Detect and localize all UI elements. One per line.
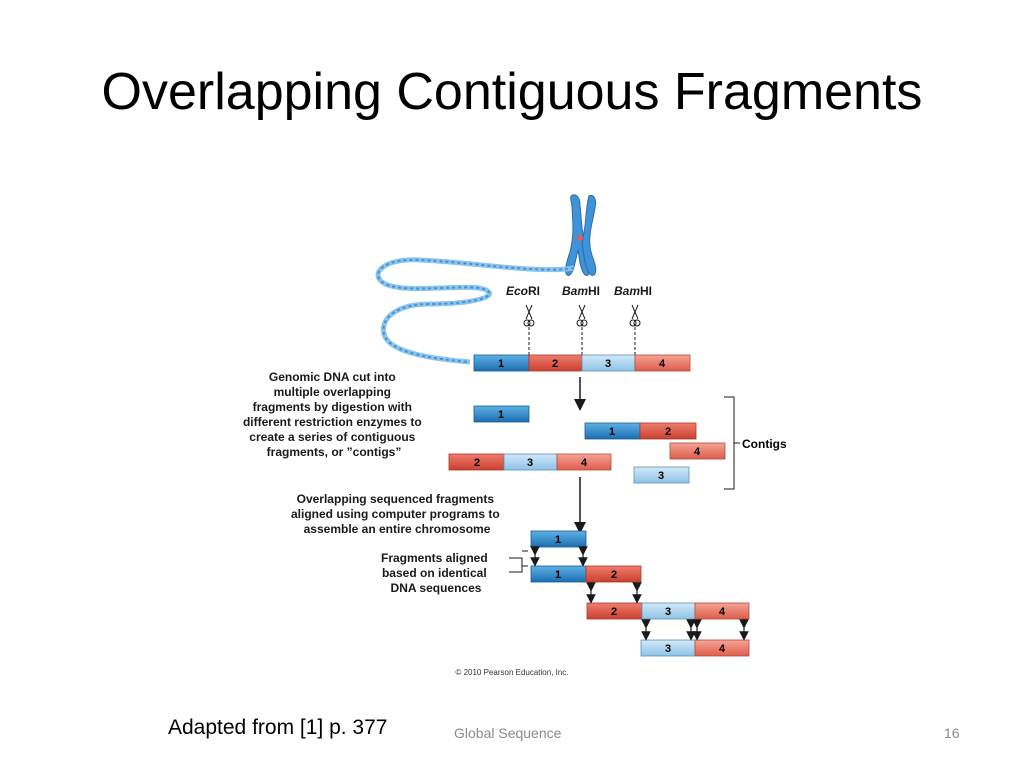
fragment-3: 3 [633,466,690,484]
fragment-1-2: 1 2 [584,422,697,440]
cut-markers [523,304,641,355]
svg-text:3: 3 [605,358,611,370]
alignment-arrows [530,546,749,641]
svg-text:3: 3 [658,470,664,482]
enzyme-label-bamhi-2: BamHI [614,284,652,298]
svg-text:3: 3 [665,643,671,655]
enzyme-label-ecori: EcoRI [506,284,540,298]
scissors-icon [523,304,535,327]
dna-strand [375,257,575,365]
svg-text:2: 2 [611,606,617,618]
svg-text:2: 2 [474,457,480,469]
fragment-2-3-4: 2 3 4 [448,453,612,471]
svg-text:1: 1 [498,358,504,370]
chromosome-icon [565,194,597,276]
aligned-row-3: 2 3 4 [586,602,750,620]
svg-text:1: 1 [498,409,504,421]
page-number: 16 [944,725,960,741]
aligned-bracket [509,550,528,573]
svg-text:1: 1 [555,569,561,581]
svg-text:3: 3 [527,457,533,469]
svg-text:2: 2 [552,358,558,370]
contigs-bracket [724,396,740,490]
svg-text:1: 1 [609,426,615,438]
fragment-4: 4 [669,442,726,460]
overlap-description: Overlapping sequenced fragments aligned … [291,492,503,536]
genomic-description: Genomic DNA cut into multiple overlappin… [243,370,425,459]
aligned-row-4: 3 4 [640,639,750,657]
citation: Adapted from [1] p. 377 [168,716,388,739]
svg-text:1: 1 [555,534,561,546]
svg-text:4: 4 [659,358,666,370]
genomic-row: 1 2 3 4 [473,354,691,372]
footer-text: Global Sequence [454,725,562,741]
svg-text:2: 2 [665,426,671,438]
svg-text:2: 2 [611,569,617,581]
aligned-description: Fragments aligned based on identical DNA… [381,551,491,595]
aligned-row-2: 1 2 [530,565,642,583]
enzyme-label-bamhi-1: BamHI [562,284,600,298]
scissors-icon [576,304,588,327]
fragment-1: 1 [473,405,530,423]
scissors-icon [629,304,641,327]
svg-text:4: 4 [719,643,726,655]
slide-title: Overlapping Contiguous Fragments [101,63,923,121]
svg-text:4: 4 [694,446,701,458]
contigs-label: Contigs [742,437,787,451]
copyright: © 2010 Pearson Education, Inc. [455,668,568,677]
svg-text:4: 4 [719,606,726,618]
svg-text:3: 3 [665,606,671,618]
aligned-row-1: 1 [530,530,587,548]
svg-text:4: 4 [581,457,588,469]
